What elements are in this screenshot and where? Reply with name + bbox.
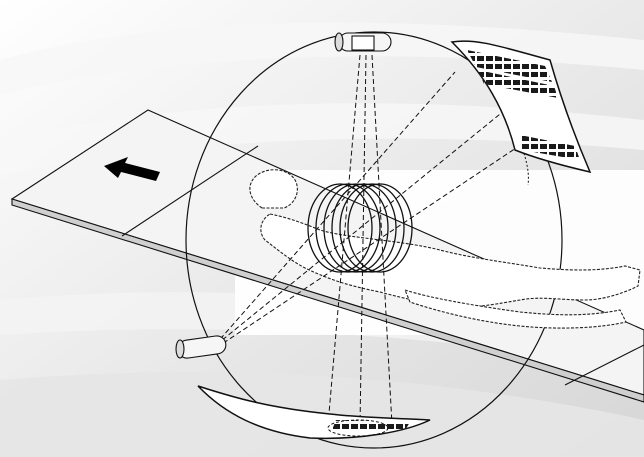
x-ray-tube-top — [335, 33, 391, 51]
